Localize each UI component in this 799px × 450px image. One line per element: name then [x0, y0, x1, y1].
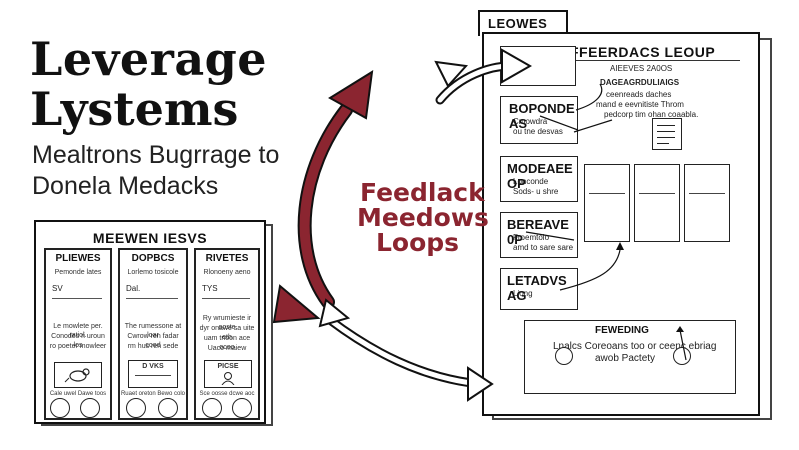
doc-box-4-title: LETADVS AG — [507, 273, 567, 303]
column-2-circle-right — [158, 398, 178, 418]
left-panel-title: MEEWEN IESVS — [92, 230, 208, 246]
column-2-box-line — [135, 375, 171, 376]
column-1-circle-right — [80, 398, 100, 418]
column-1-sub: Pemonde lates — [54, 269, 102, 276]
doc-box-4: LETADVS AG Liong — [500, 268, 578, 310]
red-arrow-head-bottom — [272, 284, 321, 324]
feedback-label-line-1: Feedlack — [360, 178, 485, 207]
column-1-body-1: Le mowlete per. ratiol. — [53, 323, 103, 339]
feedback-label-line-2: Meedows — [357, 203, 489, 232]
headline-line-2: Lystems — [30, 82, 239, 136]
panel-column-1: PLIEWES Pemonde lates SV Le mowlete per.… — [44, 248, 112, 420]
column-3-figure-box: PICSE — [204, 360, 252, 388]
column-2-body-1: The rumessone at loar — [124, 323, 182, 339]
doc-bottom-title: FEWEDING — [595, 325, 649, 336]
column-2-circle-left — [126, 398, 146, 418]
column-1-tab: PLIEWES — [55, 253, 101, 264]
column-3-label: TYS — [202, 284, 218, 293]
doc-note-4: pedcorp tim ohan coaabla. — [604, 110, 699, 119]
column-2-divider — [126, 298, 178, 299]
bird-icon — [64, 368, 90, 383]
doc-box-1-title: BOPONDE AS — [509, 101, 575, 131]
column-1-figure-box — [54, 362, 102, 388]
doc-title: FFEERDACS LEOUP — [570, 44, 716, 60]
doc-title-rule — [570, 60, 740, 61]
doc-sheet: FFEERDACS LEOUP AIEEVES 2A0OS DAGEAGRDUL… — [482, 32, 760, 416]
figure-icon — [221, 372, 235, 385]
doc-box-1-sub1: Cmowdra — [513, 117, 548, 126]
doc-card-1 — [584, 164, 630, 242]
column-3-body-2: dyr onawe sa uite eth — [199, 325, 255, 341]
doc-bottom-circle-left — [555, 347, 573, 365]
column-3-body-1: Ry wrumieste ir ooste — [202, 315, 252, 331]
doc-note-1: DAGEAGRDULIAIGS — [600, 78, 680, 87]
column-2-bottom: Ruaet oreton Bewo colo — [120, 391, 186, 397]
column-1-circle-left — [50, 398, 70, 418]
column-3-circle-right — [232, 398, 252, 418]
doc-bottom-line-1: Lnalcs Coreoans too or ceenc ebriag — [553, 341, 717, 352]
doc-box-2-title: MODEAEE OP — [507, 161, 573, 191]
doc-box-2-sub2: Sods- u shre — [513, 187, 559, 196]
column-3-circle-left — [202, 398, 222, 418]
column-2-badge: D VKS — [142, 363, 164, 370]
doc-box-4-sub1: Liong — [513, 289, 533, 298]
column-3-divider — [202, 298, 250, 299]
doc-box-3-title: BEREAVE 0P — [507, 217, 569, 247]
doc-box-3: BEREAVE 0P Froemtolo amd to sare sare — [500, 212, 578, 258]
column-3-tab: RIVETES — [205, 253, 249, 264]
doc-bottom-circle-right — [673, 347, 691, 365]
doc-tab-label: LEOWES — [488, 16, 548, 31]
doc-tab: LEOWES — [478, 10, 568, 36]
column-2-body-2: Cwrow ren fadar cood — [127, 333, 179, 349]
column-1-label: SV — [52, 284, 63, 293]
column-3-sub: Rlonoeny aeno — [203, 269, 251, 276]
doc-box-2: MODEAEE OP Lonconde Sods- u shre — [500, 156, 578, 202]
panel-column-2: DOPBCS Lorlemo tosicole Dal. The rumesso… — [118, 248, 188, 420]
doc-note-3: mand e eevnitiste Throm — [596, 100, 684, 109]
column-2-figure-box: D VKS — [128, 360, 178, 388]
doc-subtitle: AIEEVES 2A0OS — [610, 64, 673, 73]
left-panel: MEEWEN IESVS PLIEWES Pemonde lates SV Le… — [34, 220, 266, 424]
doc-box-2-sub1: Lonconde — [513, 177, 549, 186]
column-1-bottom: Cale uwel Dawe toos — [49, 391, 107, 397]
column-1-divider — [52, 298, 102, 299]
column-3-body-4: Uaco maiew — [207, 345, 247, 352]
red-arrow-head-top — [328, 70, 374, 120]
headline-line-1: Leverage — [30, 32, 268, 86]
column-1-body-2: Conodes ri uroun los — [51, 333, 105, 349]
doc-box-1: BOPONDE AS Cmowdra ou tne desvas — [500, 96, 578, 144]
subtitle-line-2: Donela Medacks — [32, 172, 219, 200]
column-1-body-3: ro poeter mowleer — [49, 343, 107, 350]
column-2-tab: DOPBCS — [131, 253, 175, 264]
column-2-body-3: rm hus ren sede — [127, 343, 179, 350]
column-3-bottom: Sce oosse dcwe aoc — [199, 391, 255, 397]
column-3-badge: PICSE — [217, 363, 239, 370]
doc-box-3-sub1: Froemtolo — [513, 233, 550, 242]
panel-column-3: RIVETES Rlonoeny aeno TYS Ry wrumieste i… — [194, 248, 260, 420]
doc-bottom-card: FEWEDING Lnalcs Coreoans too or ceenc eb… — [524, 320, 736, 394]
doc-bottom-line-2: awob Pactety — [595, 353, 656, 364]
white-arrow-bottom — [325, 315, 485, 389]
document-icon — [652, 118, 682, 150]
column-3-body-3: uam tnoon ace ocoo — [203, 335, 251, 351]
doc-note-2: ceenreads daches — [606, 90, 672, 99]
doc-box-3-sub2: amd to sare sare — [513, 243, 574, 252]
feedback-label-line-3: Loops — [376, 228, 460, 257]
column-2-sub: Lorlemo tosicole — [127, 269, 179, 276]
doc-card-2 — [634, 164, 680, 242]
doc-box-1-sub2: ou tne desvas — [513, 127, 563, 136]
column-2-label: Dal. — [126, 284, 141, 293]
doc-card-3 — [684, 164, 730, 242]
subtitle-line-1: Mealtrons Bugrrage to — [32, 141, 280, 169]
